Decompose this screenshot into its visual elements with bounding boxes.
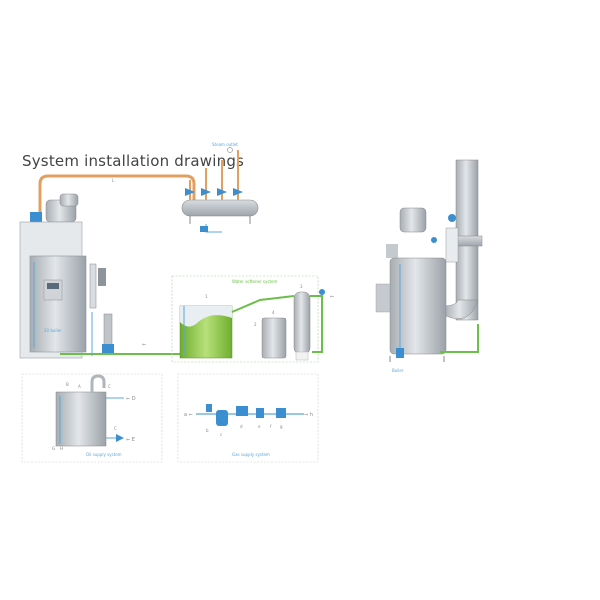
svg-text:e: e xyxy=(258,424,261,429)
steam-header: Steam outlet xyxy=(181,142,259,233)
gas-supply-caption: Gas supply system xyxy=(232,452,270,457)
svg-text:d: d xyxy=(240,424,243,429)
oil-supply-caption: Oil supply system xyxy=(86,452,122,457)
gas-supply-system: a ⇐ ⇒ h b c d e f g Gas supply system xyxy=(177,373,319,463)
svg-text:⇐: ⇐ xyxy=(330,294,334,300)
svg-text:1: 1 xyxy=(205,294,208,299)
water-softener-caption: Water softener system xyxy=(232,279,277,284)
svg-text:3: 3 xyxy=(300,284,303,289)
svg-text:⇐ E: ⇐ E xyxy=(126,437,135,443)
svg-text:4: 4 xyxy=(272,310,275,315)
boiler-plate: 20 boiler xyxy=(44,328,62,333)
chimney-boiler-caption: Boiler xyxy=(392,368,404,373)
steam-pipe xyxy=(38,174,196,222)
svg-text:G: G xyxy=(52,446,55,451)
svg-text:⇒ h: ⇒ h xyxy=(304,412,313,418)
svg-text:H: H xyxy=(60,446,63,451)
steam-header-tag: Steam outlet xyxy=(212,142,238,147)
svg-text:B: B xyxy=(66,382,69,387)
oil-supply-system: ⇐ D ⇐ E B A C C G H Oil supply system xyxy=(21,373,163,463)
svg-text:c: c xyxy=(220,432,222,437)
svg-text:g: g xyxy=(280,424,283,429)
svg-text:⇐: ⇐ xyxy=(142,342,146,348)
svg-text:C: C xyxy=(114,426,117,431)
page-title: System installation drawings xyxy=(22,152,245,170)
water-softener-system: Water softener system ⇐ 1 2 3 4 xyxy=(171,275,334,363)
header-outlet xyxy=(185,147,243,200)
svg-text:a ⇐: a ⇐ xyxy=(184,412,193,418)
svg-text:f: f xyxy=(270,424,272,429)
pipe-letter: L xyxy=(112,178,115,183)
svg-text:2: 2 xyxy=(254,322,257,327)
svg-text:C: C xyxy=(108,384,111,389)
svg-text:⇐ D: ⇐ D xyxy=(126,396,136,402)
main-boiler: 20 boiler xyxy=(19,193,114,359)
svg-text:b: b xyxy=(206,428,209,433)
svg-text:A: A xyxy=(78,384,81,389)
chimney-boiler: Boiler xyxy=(375,159,483,373)
